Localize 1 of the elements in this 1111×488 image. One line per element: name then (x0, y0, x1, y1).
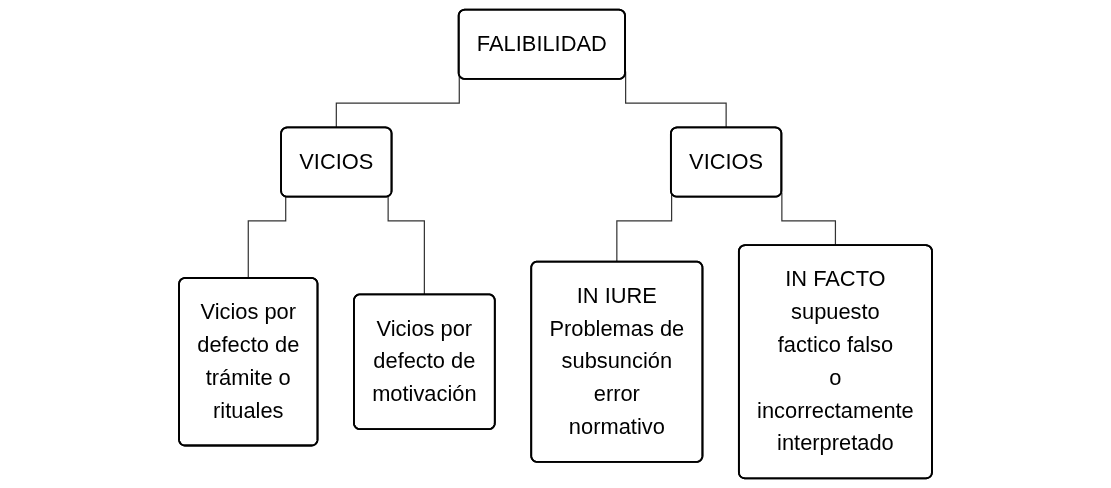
connector (387, 196, 426, 296)
